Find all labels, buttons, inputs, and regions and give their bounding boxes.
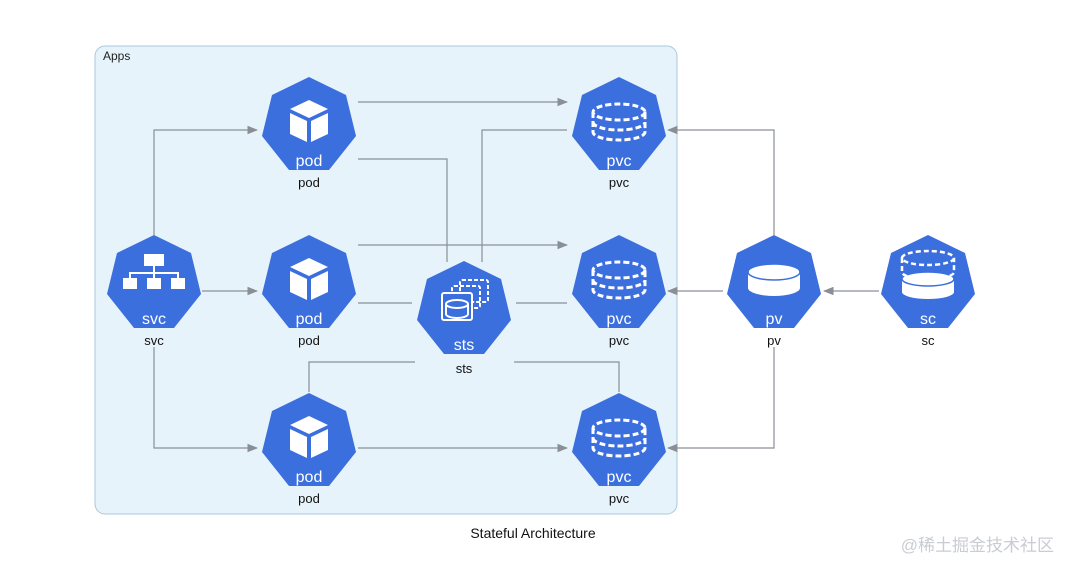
node-pv[interactable]: pv pv bbox=[727, 235, 821, 348]
svc-hex-label: svc bbox=[142, 311, 166, 328]
node-pvc-1[interactable]: pvc pvc bbox=[572, 77, 666, 190]
pvc-dashed-cylinder-icon bbox=[591, 418, 647, 458]
pod-1-hex-label: pod bbox=[296, 153, 323, 170]
pv-cylinder-icon bbox=[747, 263, 801, 296]
node-pvc-3[interactable]: pvc pvc bbox=[572, 393, 666, 506]
node-pvc-2[interactable]: pvc pvc bbox=[572, 235, 666, 348]
sc-caption: sc bbox=[922, 333, 936, 348]
statefulset-icon bbox=[441, 279, 489, 321]
svc-icon bbox=[123, 254, 185, 289]
node-pod-3[interactable]: pod pod bbox=[262, 393, 356, 506]
node-pod-1[interactable]: pod pod bbox=[262, 77, 356, 190]
svc-caption: svc bbox=[144, 333, 164, 348]
node-pod-2[interactable]: pod pod bbox=[262, 235, 356, 348]
pv-hex-label: pv bbox=[766, 311, 783, 328]
pod-3-hex-label: pod bbox=[296, 469, 323, 486]
apps-cluster: Apps bbox=[94, 45, 678, 515]
pod-2-hex-label: pod bbox=[296, 311, 323, 328]
pod-1-caption: pod bbox=[298, 175, 320, 190]
edge-svc-pod1 bbox=[153, 125, 259, 235]
pod-cube-icon bbox=[290, 416, 328, 458]
pv-caption: pv bbox=[767, 333, 781, 348]
edge-sts-pvc3 bbox=[514, 361, 620, 392]
edge-svc-pod3 bbox=[153, 347, 259, 453]
pod-2-caption: pod bbox=[298, 333, 320, 348]
storage-class-icon bbox=[900, 249, 956, 299]
edge-sts-pod1 bbox=[358, 158, 448, 262]
pod-cube-icon bbox=[290, 100, 328, 142]
pvc-2-caption: pvc bbox=[609, 333, 630, 348]
sts-caption: sts bbox=[456, 361, 473, 376]
watermark: @稀土掘金技术社区 bbox=[901, 536, 1054, 555]
pvc-2-hex-label: pvc bbox=[607, 311, 632, 328]
pvc-dashed-cylinder-icon bbox=[591, 102, 647, 142]
pvc-3-hex-label: pvc bbox=[607, 469, 632, 486]
pvc-dashed-cylinder-icon bbox=[591, 260, 647, 300]
edge-pv-pvc1 bbox=[666, 125, 775, 235]
pod-3-caption: pod bbox=[298, 491, 320, 506]
pvc-1-caption: pvc bbox=[609, 175, 630, 190]
pvc-1-hex-label: pvc bbox=[607, 153, 632, 170]
sts-hex-label: sts bbox=[454, 337, 474, 354]
edges bbox=[153, 97, 879, 453]
node-sts[interactable]: sts sts bbox=[417, 261, 511, 376]
node-svc[interactable]: svc svc bbox=[107, 235, 201, 348]
edge-sts-pod3 bbox=[308, 361, 415, 392]
pod-cube-icon bbox=[290, 258, 328, 300]
sc-hex-label: sc bbox=[920, 311, 936, 328]
edge-sts-pvc1 bbox=[481, 129, 567, 262]
node-sc[interactable]: sc sc bbox=[881, 235, 975, 348]
diagram-title: Stateful Architecture bbox=[470, 525, 596, 541]
cluster-label: Apps bbox=[103, 49, 130, 63]
pvc-3-caption: pvc bbox=[609, 491, 630, 506]
edge-pv-pvc3 bbox=[666, 347, 775, 453]
